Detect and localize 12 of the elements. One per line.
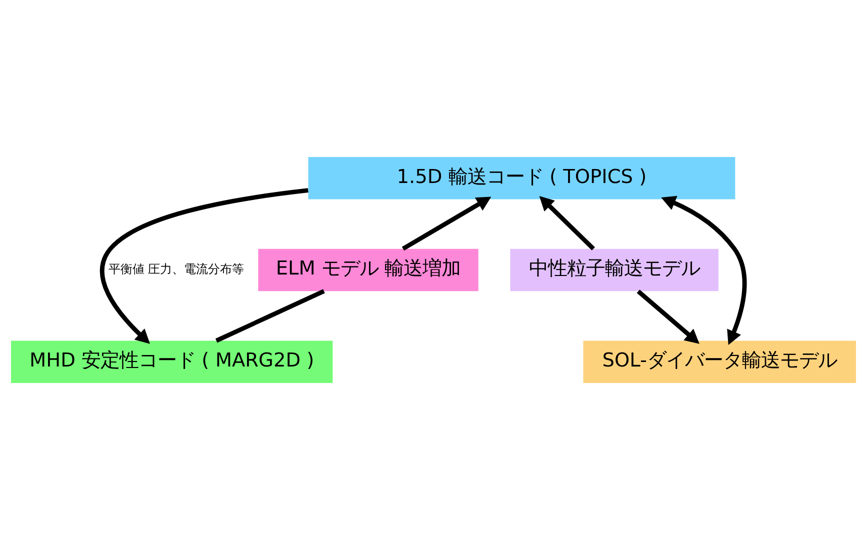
arrow [636, 289, 700, 344]
node-box: 1.5D 輸送コード ( TOPICS ) [308, 156, 736, 199]
node-box: ELM モデル 輸送増加 [258, 248, 478, 291]
arrow [539, 196, 595, 250]
arrow [661, 195, 747, 345]
connector [215, 288, 325, 342]
node-box: MHD 安定性コード ( MARG2D ) [11, 340, 333, 383]
arrow [100, 188, 308, 344]
arrow [402, 196, 492, 250]
edge-label: 平衡値 圧力、電流分布等 [108, 261, 244, 276]
node-box: 中性粒子輸送モデル [510, 248, 718, 291]
node-box: SOL-ダイバータ輸送モデル [583, 340, 856, 383]
